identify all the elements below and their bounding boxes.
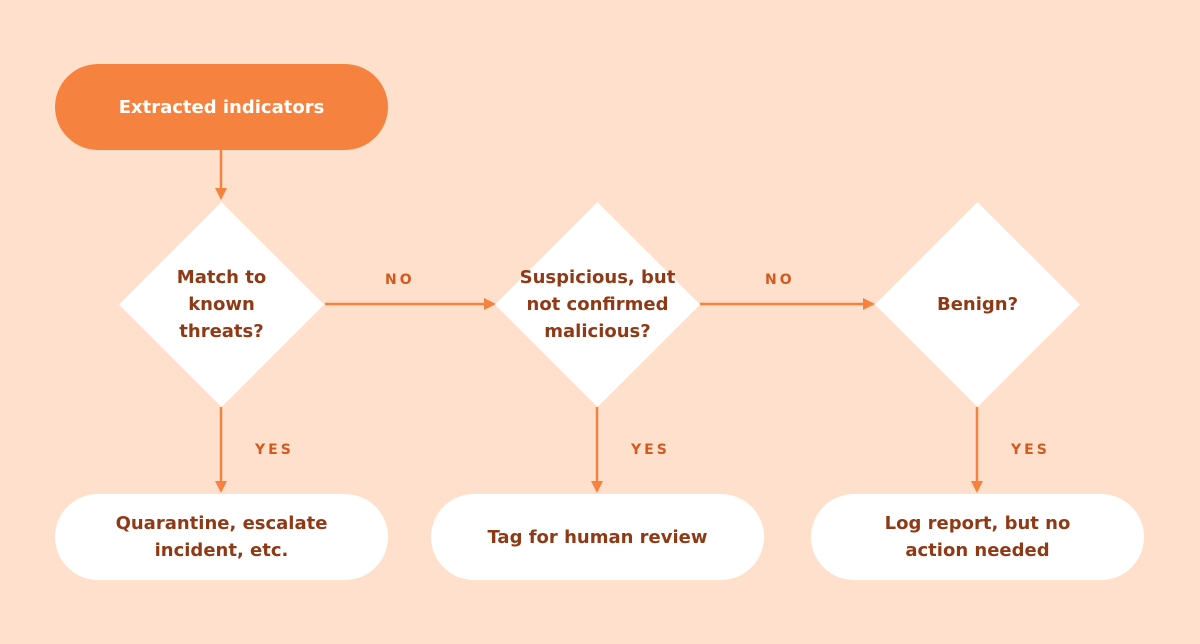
decision-suspicious: Suspicious, but not confirmed malicious?	[494, 201, 701, 408]
decision-benign: Benign?	[874, 201, 1081, 408]
decision-label-wrap: Benign?	[875, 202, 1080, 407]
edge-label-yes-1: YES	[255, 442, 294, 458]
decision-label-wrap: Suspicious, but not confirmed malicious?	[495, 202, 700, 407]
edge-label-yes-3: YES	[1011, 442, 1050, 458]
outcome-log-report-label: Log report, but no action needed	[884, 513, 1071, 561]
edge-label-no-2: NO	[765, 272, 795, 288]
outcome-log-report: Log report, but no action needed	[811, 494, 1144, 580]
edge-label-yes-2: YES	[631, 442, 670, 458]
start-node: Extracted indicators	[55, 64, 388, 150]
edge-label-no-1: NO	[385, 272, 415, 288]
outcome-quarantine: Quarantine, escalate incident, etc.	[55, 494, 388, 580]
outcome-quarantine-label: Quarantine, escalate incident, etc.	[115, 513, 328, 561]
start-node-label: Extracted indicators	[118, 96, 325, 118]
decision-suspicious-label: Suspicious, but not confirmed malicious?	[519, 267, 676, 342]
decision-known-threats-label: Match to known threats?	[176, 267, 267, 342]
decision-known-threats: Match to known threats?	[118, 201, 325, 408]
decision-benign-label: Benign?	[936, 294, 1019, 315]
decision-label-wrap: Match to known threats?	[119, 202, 324, 407]
outcome-human-review-label: Tag for human review	[487, 526, 708, 548]
outcome-human-review: Tag for human review	[431, 494, 764, 580]
